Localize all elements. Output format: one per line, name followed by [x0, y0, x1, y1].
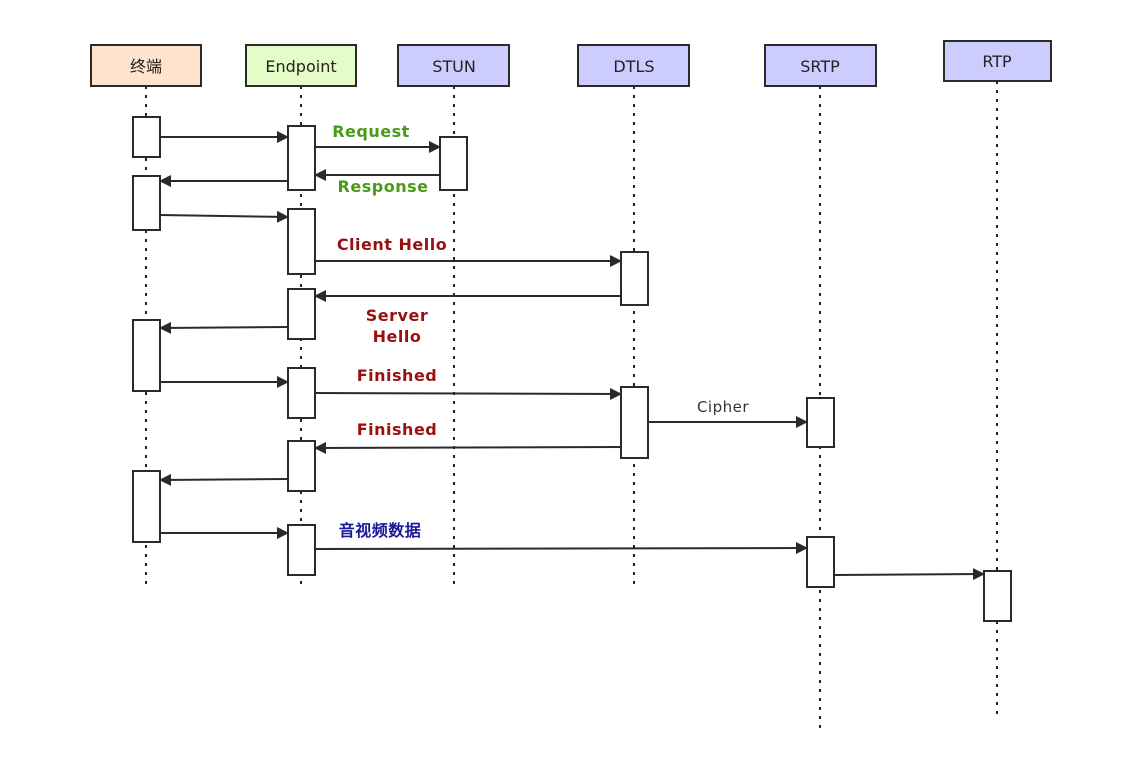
activation-box [806, 536, 835, 588]
label-request: Request [332, 122, 410, 141]
activation-box [620, 386, 649, 459]
message-arrow [314, 387, 622, 400]
participant-srtp: SRTP [764, 44, 877, 87]
activation-box [132, 175, 161, 231]
activation-box [132, 319, 161, 392]
activation-box [132, 116, 161, 158]
participant-terminal: 终端 [90, 44, 202, 87]
participant-endpoint: Endpoint [245, 44, 357, 87]
label-finished-2: Finished [357, 420, 438, 439]
participant-label: Endpoint [265, 57, 336, 76]
activation-box [287, 208, 316, 275]
participant-label: DTLS [613, 57, 654, 76]
lifelines [145, 81, 998, 730]
activation-box [983, 570, 1012, 622]
activations [132, 116, 1012, 622]
label-av-data: 音视频数据 [339, 521, 422, 540]
label-server-hello-line2: Hello [373, 327, 422, 346]
label-server-hello-line1: Server [366, 306, 428, 325]
participant-stun: STUN [397, 44, 510, 87]
activation-box [287, 125, 316, 191]
activation-box [287, 288, 316, 340]
message-arrow [159, 321, 289, 334]
participant-label: RTP [982, 52, 1012, 71]
activation-box [132, 470, 161, 543]
participant-label: STUN [432, 57, 476, 76]
participant-label: SRTP [800, 57, 840, 76]
message-arrow [833, 568, 985, 581]
messages [159, 131, 985, 581]
message-arrow [159, 473, 289, 486]
label-cipher: Cipher [697, 398, 749, 416]
participant-rtp: RTP [943, 40, 1052, 82]
message-arrow [314, 441, 622, 454]
label-client-hello: Client Hello [337, 235, 447, 254]
message-labels: Request Response Client Hello Server Hel… [332, 122, 749, 540]
activation-box [287, 367, 316, 419]
activation-box [287, 524, 316, 576]
activation-box [806, 397, 835, 448]
message-arrow [159, 210, 289, 223]
activation-box [620, 251, 649, 306]
participant-label: 终端 [130, 57, 162, 76]
activation-box [439, 136, 468, 191]
message-arrow [314, 542, 808, 555]
participant-dtls: DTLS [577, 44, 690, 87]
label-response: Response [338, 177, 429, 196]
label-finished-1: Finished [357, 366, 438, 385]
activation-box [287, 440, 316, 492]
